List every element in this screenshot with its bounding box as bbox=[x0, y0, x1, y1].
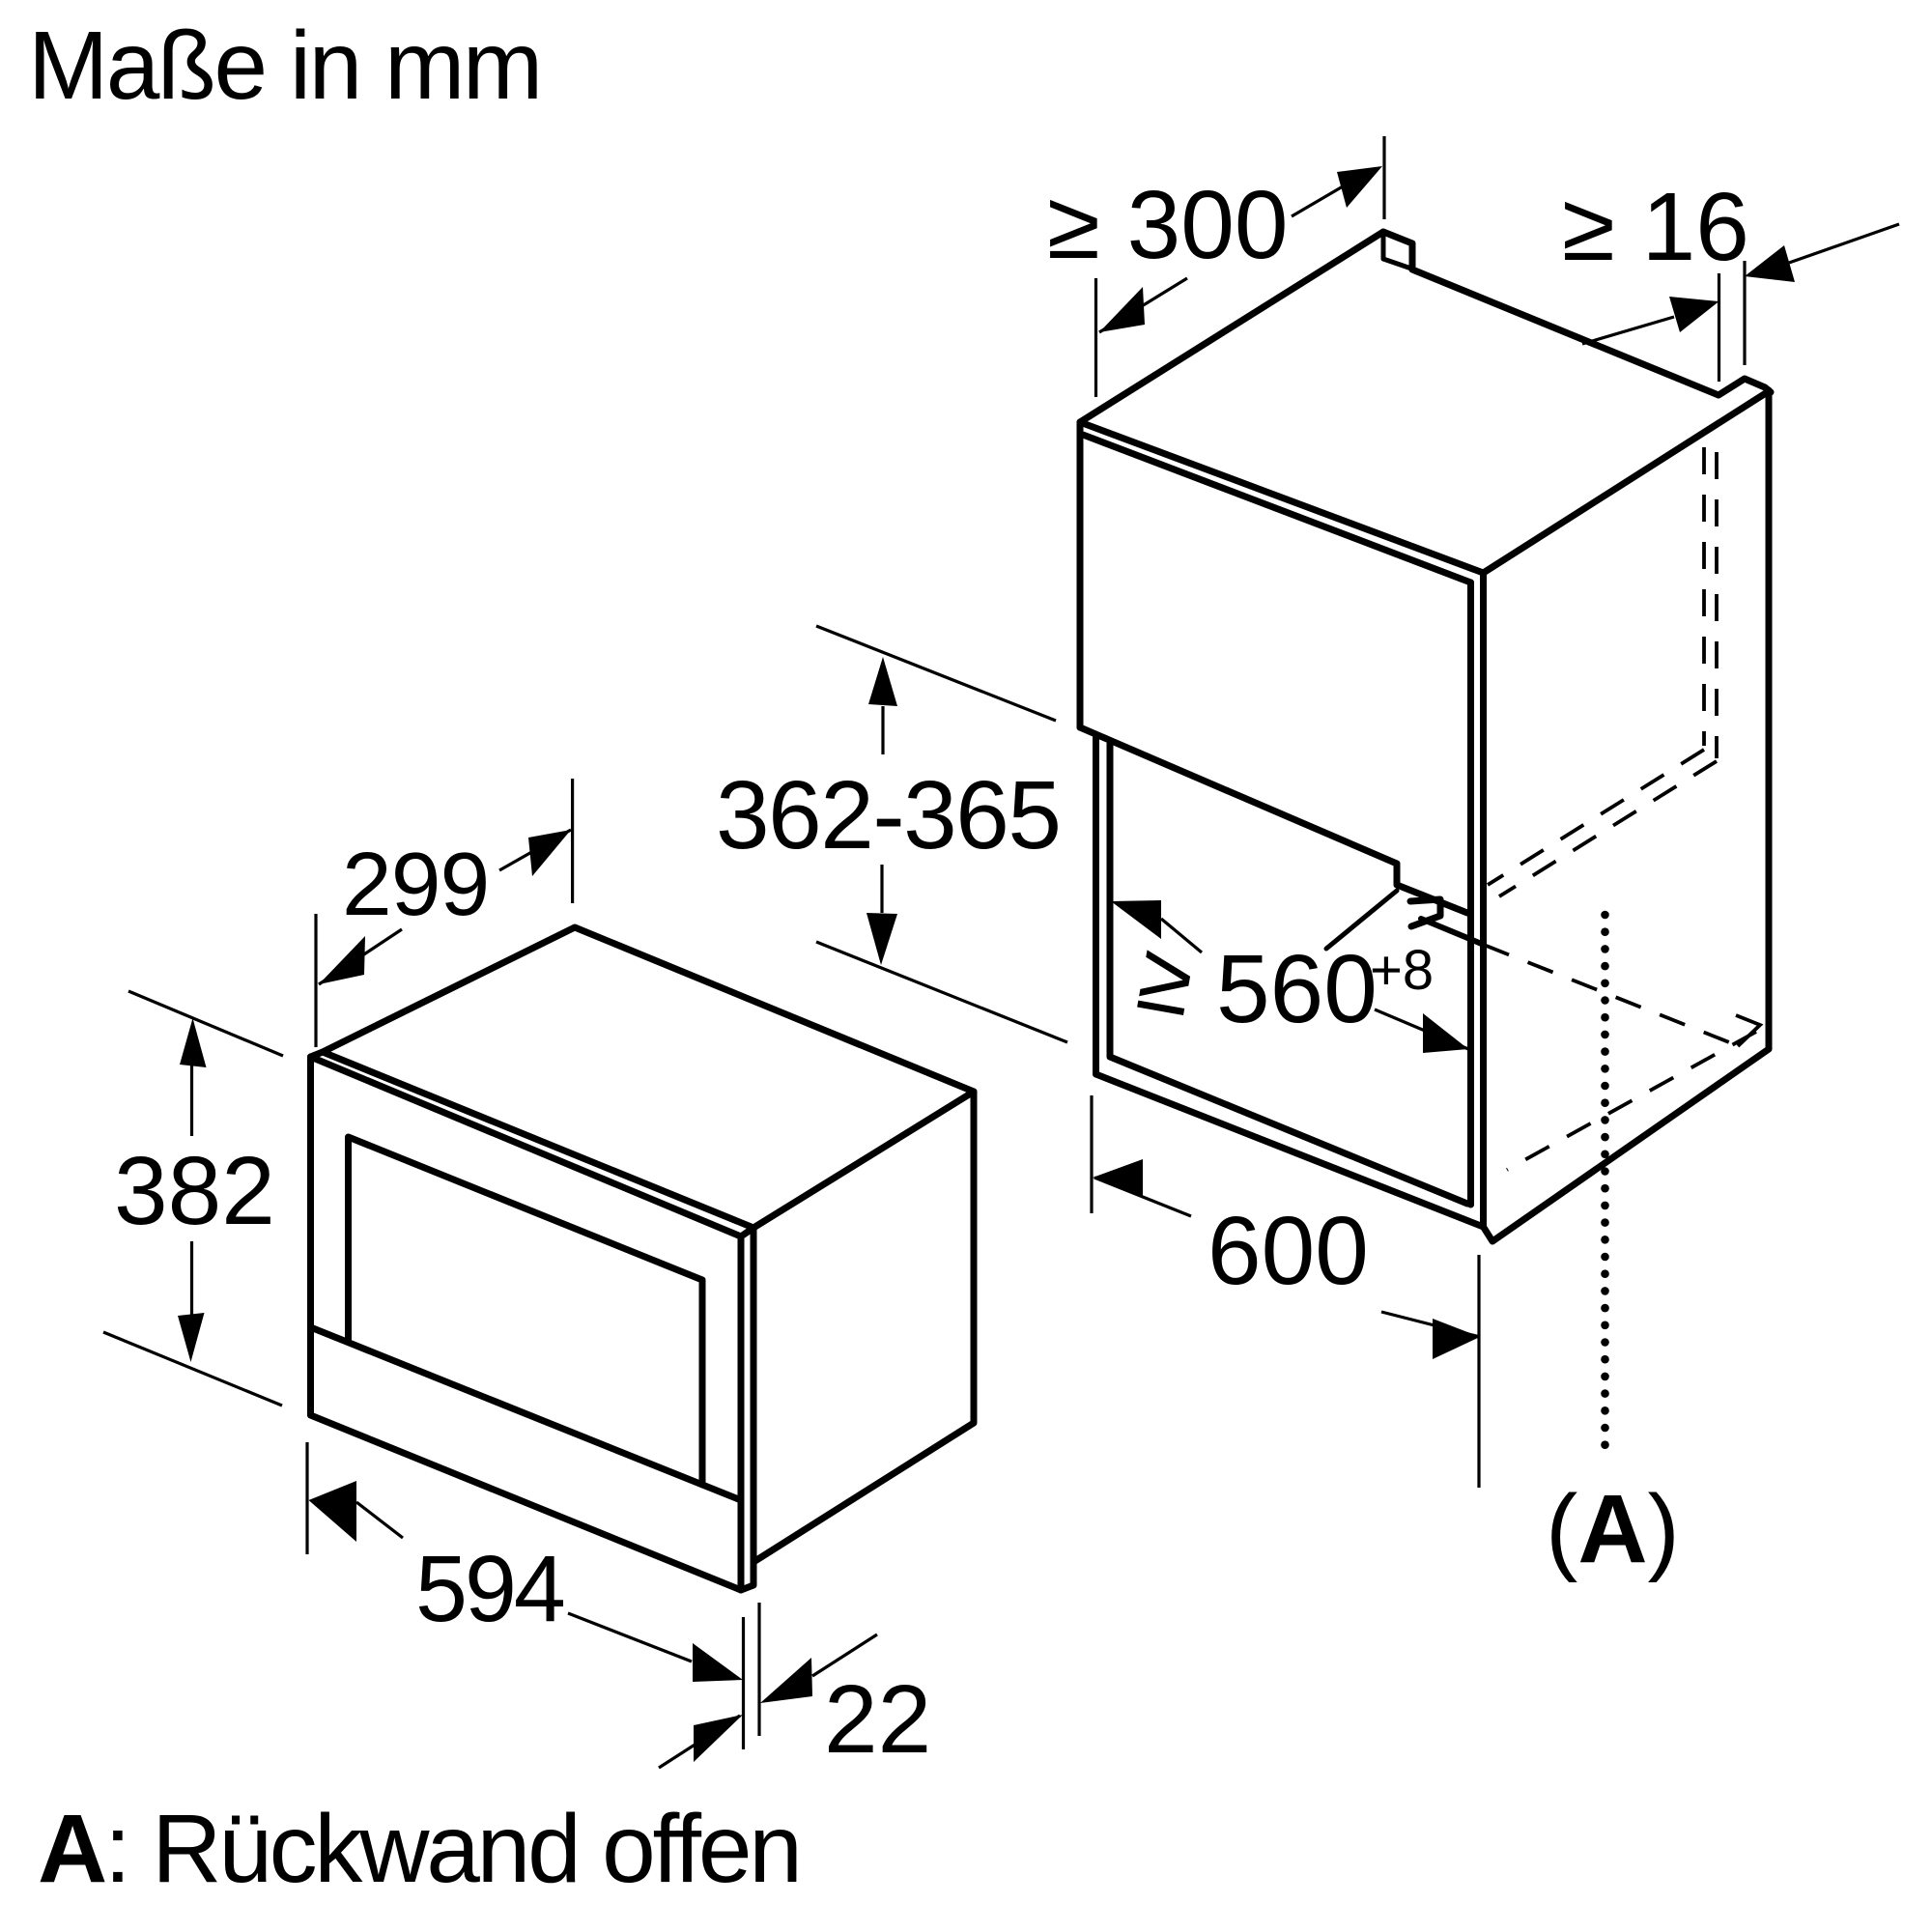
svg-text:Maße in mm: Maße in mm bbox=[28, 12, 541, 120]
svg-text:299: 299 bbox=[342, 834, 489, 934]
svg-text:+8: +8 bbox=[1370, 939, 1434, 1002]
svg-text:≥ 300: ≥ 300 bbox=[1047, 171, 1289, 279]
svg-text:22: 22 bbox=[824, 1665, 931, 1774]
svg-text:382: 382 bbox=[114, 1137, 275, 1245]
svg-text:560: 560 bbox=[1216, 935, 1378, 1043]
svg-text:≥ 16: ≥ 16 bbox=[1562, 173, 1749, 281]
svg-text:A: Rückwand offen: A: Rückwand offen bbox=[38, 1795, 800, 1903]
svg-text:362-365: 362-365 bbox=[716, 761, 1061, 869]
svg-text:600: 600 bbox=[1208, 1197, 1369, 1305]
svg-text:594: 594 bbox=[415, 1536, 564, 1641]
svg-text:(A): (A) bbox=[1546, 1475, 1680, 1583]
